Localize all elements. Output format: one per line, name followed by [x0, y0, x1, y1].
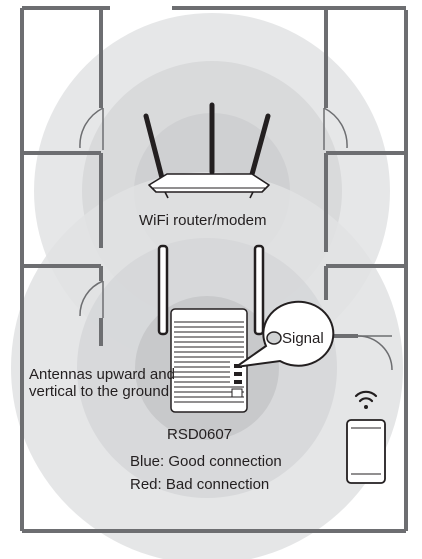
antenna-note: Antennas upward and vertical to the grou… — [29, 366, 175, 400]
legend-good-connection: Blue: Good connection — [130, 453, 282, 470]
smartphone-icon — [346, 419, 386, 484]
legend-bad-connection: Red: Bad connection — [130, 476, 270, 493]
door-swings — [79, 107, 393, 371]
wifi-router-icon — [143, 102, 271, 199]
range-extender-icon — [157, 244, 265, 413]
signal-callout — [235, 300, 335, 368]
floor-plan — [20, 6, 408, 533]
signal-label: Signal — [282, 330, 324, 347]
wifi-signal-icon — [354, 390, 378, 409]
router-label: WiFi router/modem — [139, 212, 267, 229]
model-label: RSD0607 — [167, 426, 233, 443]
